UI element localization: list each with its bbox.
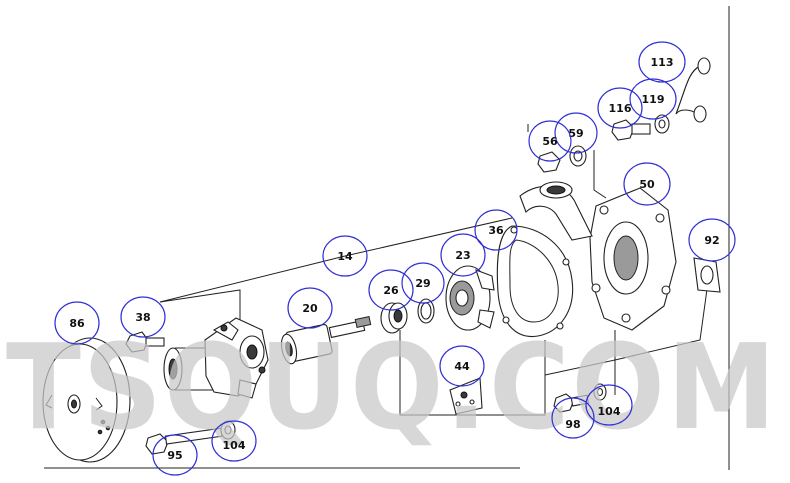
callout-36-label: 36 [488, 224, 504, 237]
callout-59-label: 59 [568, 127, 583, 140]
gasket-36 [496, 225, 574, 338]
leader-lines [159, 124, 709, 416]
callout-98-label: 98 [565, 418, 580, 431]
callout-104-left[interactable]: 104 [211, 420, 257, 462]
pump-housing [163, 317, 269, 399]
plate-44 [449, 377, 483, 415]
callout-116-label: 116 [609, 102, 632, 115]
callout-44[interactable]: 44 [439, 345, 485, 387]
callout-92-label: 92 [704, 234, 719, 247]
watermark-text: TSQUQ.COM [6, 318, 778, 456]
callout-113[interactable]: 113 [638, 41, 686, 83]
callout-14[interactable]: 14 [322, 235, 368, 277]
callout-56-label: 56 [542, 135, 558, 148]
screw-56 [537, 151, 561, 173]
callout-86[interactable]: 86 [54, 301, 100, 345]
pipe-113 [675, 57, 711, 123]
callout-23-label: 23 [455, 249, 470, 262]
shaft-bearing-20 [280, 316, 372, 365]
callout-44-label: 44 [454, 360, 470, 373]
callout-38[interactable]: 38 [120, 296, 166, 338]
callout-26[interactable]: 26 [368, 269, 414, 311]
callout-59[interactable]: 59 [554, 112, 598, 154]
callout-20[interactable]: 20 [287, 287, 333, 329]
banjo-bolt-116 [611, 119, 651, 141]
oring-29 [417, 298, 435, 324]
impeller-23 [445, 265, 495, 331]
callout-116[interactable]: 116 [597, 87, 643, 129]
leader-59 [593, 150, 607, 199]
callout-36[interactable]: 36 [474, 209, 518, 251]
callout-119[interactable]: 119 [629, 78, 677, 120]
callout-104-left-label: 104 [223, 439, 246, 452]
callout-113-label: 113 [651, 56, 674, 69]
callout-104-right-label: 104 [598, 405, 621, 418]
washer-104-left [220, 420, 236, 440]
leader-92 [614, 281, 709, 361]
washer-59 [569, 145, 587, 167]
callout-26-label: 26 [383, 284, 399, 297]
callout-98[interactable]: 98 [551, 397, 595, 439]
callout-119-label: 119 [642, 93, 665, 106]
callout-95-label: 95 [167, 449, 182, 462]
callout-92[interactable]: 92 [688, 218, 736, 262]
callout-20-label: 20 [302, 302, 318, 315]
callout-14-label: 14 [337, 250, 353, 263]
callout-38-label: 38 [135, 311, 150, 324]
callout-23[interactable]: 23 [440, 233, 486, 277]
pulley-86 [42, 337, 131, 463]
callout-56[interactable]: 56 [528, 120, 572, 162]
seal-26 [380, 302, 408, 334]
leader-14 [159, 255, 346, 303]
callout-104-right[interactable]: 104 [585, 384, 633, 426]
callout-29-label: 29 [415, 277, 430, 290]
gasket-92 [693, 257, 721, 293]
callout-86-label: 86 [69, 317, 85, 330]
washer-119 [654, 114, 670, 134]
callout-95[interactable]: 95 [152, 434, 198, 476]
callout-50-label: 50 [639, 178, 655, 191]
callout-29[interactable]: 29 [401, 262, 445, 304]
leader-26-group [399, 330, 546, 416]
cover-50 [519, 181, 677, 331]
callout-50[interactable]: 50 [623, 162, 671, 206]
leader-14-to-36 [344, 217, 513, 257]
